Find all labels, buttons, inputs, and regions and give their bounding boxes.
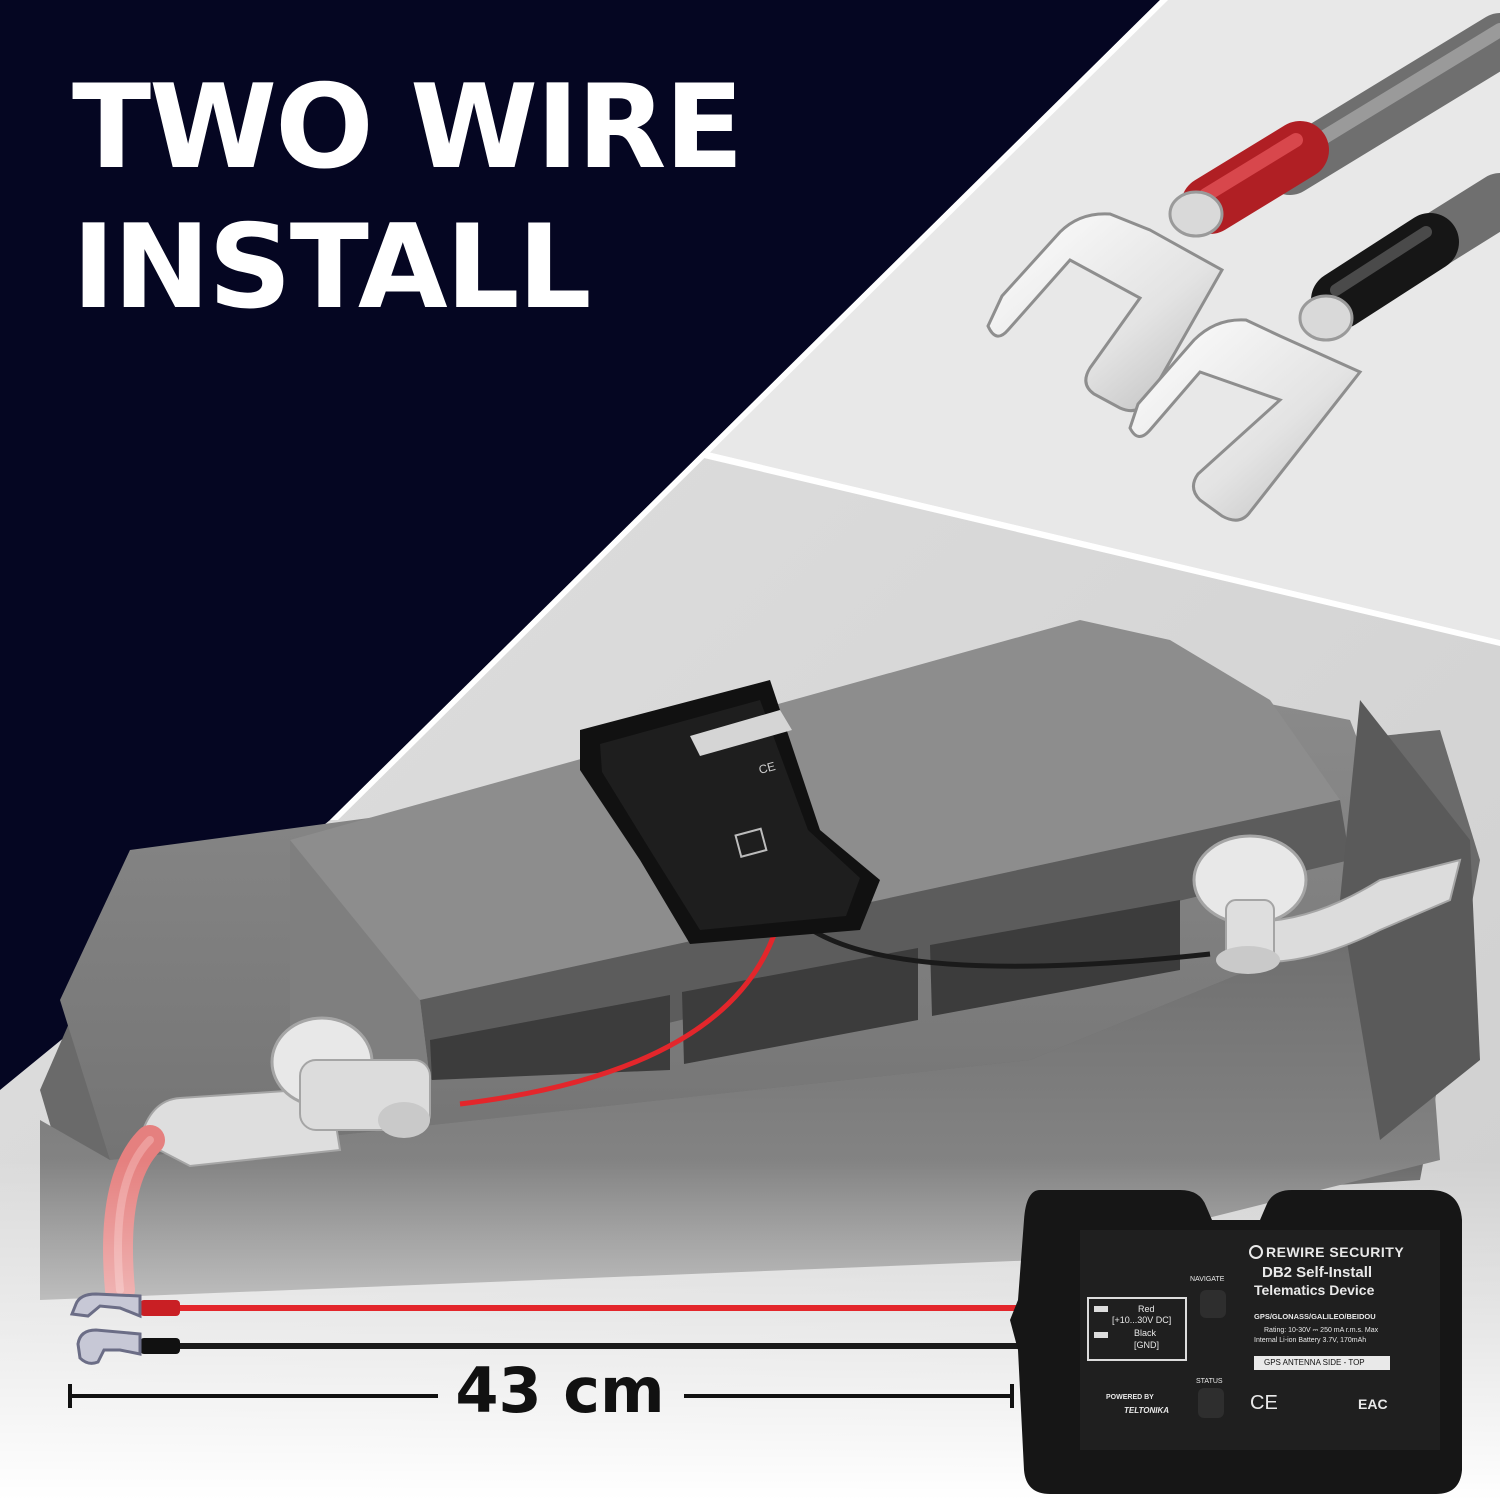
device-black-wire xyxy=(796,918,1211,969)
partner-logo: TELTONIKA xyxy=(1124,1406,1170,1415)
device-model-line-1: DB2 Self-Install xyxy=(1262,1264,1373,1281)
eac-mark: EAC xyxy=(1358,1396,1388,1412)
headline-line-2: INSTALL xyxy=(72,200,592,335)
fork-terminal-red xyxy=(986,13,1500,413)
device-gnss: GPS/GLONASS/GALILEO/BEIDOU xyxy=(1254,1312,1376,1321)
navigate-button-label: NAVIGATE xyxy=(1190,1276,1225,1283)
wire-red-spec: [+10...30V DC] xyxy=(1112,1315,1172,1325)
device-rating-line-2: Internal Li-ion Battery 3.7V, 170mAh xyxy=(1254,1337,1367,1344)
headline: TWO WIRE INSTALL xyxy=(72,58,744,338)
navy-panel xyxy=(0,0,1160,1090)
telematics-device xyxy=(1010,1190,1462,1494)
navy-edge xyxy=(330,0,1168,820)
headline-line-1: TWO WIRE xyxy=(72,60,744,195)
device-model-line-2: Telematics Device xyxy=(1254,1282,1375,1298)
device-rating-line-1: Rating: 10-30V ⎓ 250 mA r.m.s. Max xyxy=(1264,1327,1379,1334)
battery-terminal-negative xyxy=(1192,834,1462,974)
small-fork-red xyxy=(69,1292,142,1319)
wire-black-spec: [GND] xyxy=(1134,1340,1160,1350)
fork-terminal-black xyxy=(1128,173,1500,522)
device-brand: REWIRE SECURITY xyxy=(1266,1244,1405,1260)
status-led-label: STATUS xyxy=(1196,1378,1223,1385)
ce-mark: CE xyxy=(1250,1392,1278,1414)
battery-terminal-positive xyxy=(138,1016,431,1168)
gps-antenna-badge: GPS ANTENNA SIDE - TOP xyxy=(1264,1358,1365,1367)
small-fork-black xyxy=(76,1328,142,1365)
device-red-wire xyxy=(459,915,783,1107)
mounted-device: CE xyxy=(580,680,880,944)
svg-text:CE: CE xyxy=(757,759,777,777)
wire-red-label: Red xyxy=(1138,1304,1155,1314)
powered-by-label: POWERED BY xyxy=(1106,1394,1154,1401)
panel-divider xyxy=(704,452,1500,646)
wire-black-label: Black xyxy=(1134,1328,1157,1338)
length-dimension xyxy=(68,1384,1014,1408)
cable-length-label: 43 cm xyxy=(455,1354,665,1427)
